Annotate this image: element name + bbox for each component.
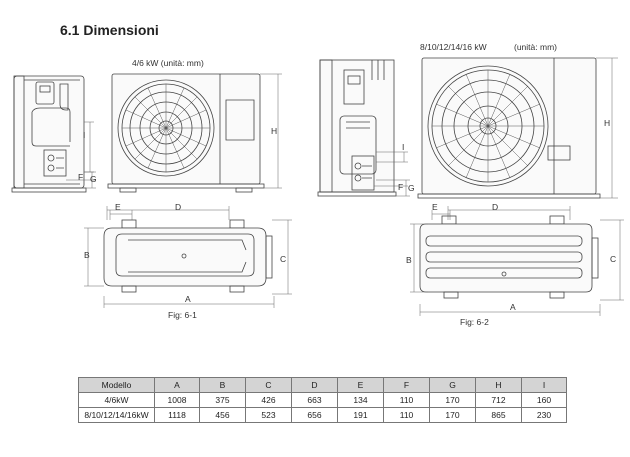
table-cell: 8/10/12/14/16kW xyxy=(78,407,155,423)
table-cell: 230 xyxy=(521,407,567,423)
table-cell: 134 xyxy=(337,392,384,408)
table-header-cell: H xyxy=(475,377,522,393)
dim-letter-g-fig2: G xyxy=(408,183,415,193)
dim-letter-c-fig1: C xyxy=(280,254,286,264)
table-header-cell: G xyxy=(429,377,476,393)
table-cell: 656 xyxy=(291,407,338,423)
table-cell: 170 xyxy=(429,392,476,408)
dimensions-table: Modello A B C D E F G H I 4/6kW 1008 375… xyxy=(78,377,567,423)
dim-letter-a-fig2: A xyxy=(510,302,516,312)
table-cell: 1008 xyxy=(154,392,200,408)
table-row: 8/10/12/14/16kW 1118 456 523 656 191 110… xyxy=(78,407,567,423)
table-header-cell: E xyxy=(337,377,384,393)
table-cell: 663 xyxy=(291,392,338,408)
table-cell: 4/6kW xyxy=(78,392,155,408)
section-title: 6.1 Dimensioni xyxy=(60,22,159,38)
figure2-caption: Fig: 6-2 xyxy=(460,317,489,327)
table-cell: 170 xyxy=(429,407,476,423)
table-header-row: Modello A B C D E F G H I xyxy=(78,377,567,393)
dim-letter-i-fig2: I xyxy=(402,142,404,152)
table-header-cell: C xyxy=(245,377,292,393)
dim-letter-h-fig1: H xyxy=(271,126,277,136)
dim-letter-b-fig1: B xyxy=(84,250,90,260)
table-header-cell: F xyxy=(383,377,430,393)
dim-letter-c-fig2: C xyxy=(610,254,616,264)
figure1-front-view: H xyxy=(107,73,282,193)
table-cell: 523 xyxy=(245,407,292,423)
figure2-heading-unit: (unità: mm) xyxy=(514,42,557,52)
table-row: 4/6kW 1008 375 426 663 134 110 170 712 1… xyxy=(78,392,567,408)
figure1-caption: Fig: 6-1 xyxy=(168,310,197,320)
table-cell: 160 xyxy=(521,392,567,408)
table-cell: 426 xyxy=(245,392,292,408)
figure2-top-view: E D B C A xyxy=(406,202,624,316)
table-cell: 110 xyxy=(383,392,430,408)
dim-letter-g: G xyxy=(90,174,97,184)
table-cell: 865 xyxy=(475,407,522,423)
dim-letter-a-fig1: A xyxy=(185,294,191,304)
dim-letter-f: F xyxy=(78,172,83,182)
table-header-cell: B xyxy=(199,377,246,393)
figure1-heading: 4/6 kW (unità: mm) xyxy=(132,58,204,68)
dim-letter-d-fig2: D xyxy=(492,202,498,212)
table-cell: 456 xyxy=(199,407,246,423)
table-header-cell: A xyxy=(154,377,200,393)
figure1-top-view: E D B C A xyxy=(84,202,292,308)
table-header-cell: D xyxy=(291,377,338,393)
dim-letter-h-fig2: H xyxy=(604,118,610,128)
figure2-side-view: I G F xyxy=(317,59,415,197)
table-cell: 712 xyxy=(475,392,522,408)
table-cell: 110 xyxy=(383,407,430,423)
table-cell: 375 xyxy=(199,392,246,408)
dim-letter-d-fig1: D xyxy=(175,202,181,212)
table-cell: 1118 xyxy=(154,407,200,423)
table-header-cell: Modello xyxy=(78,377,155,393)
table-header-cell: I xyxy=(521,377,567,393)
table-cell: 191 xyxy=(337,407,384,423)
figure2-front-view: H xyxy=(417,57,618,199)
dim-letter-f-fig2: F xyxy=(398,182,403,192)
dim-letter-i: I xyxy=(83,130,85,140)
dim-letter-e-fig1: E xyxy=(115,202,121,212)
figure2-heading-model: 8/10/12/14/16 kW xyxy=(420,42,487,52)
dim-letter-e-fig2: E xyxy=(432,202,438,212)
figure1-side-view: I G F xyxy=(11,75,97,193)
dim-letter-b-fig2: B xyxy=(406,255,412,265)
